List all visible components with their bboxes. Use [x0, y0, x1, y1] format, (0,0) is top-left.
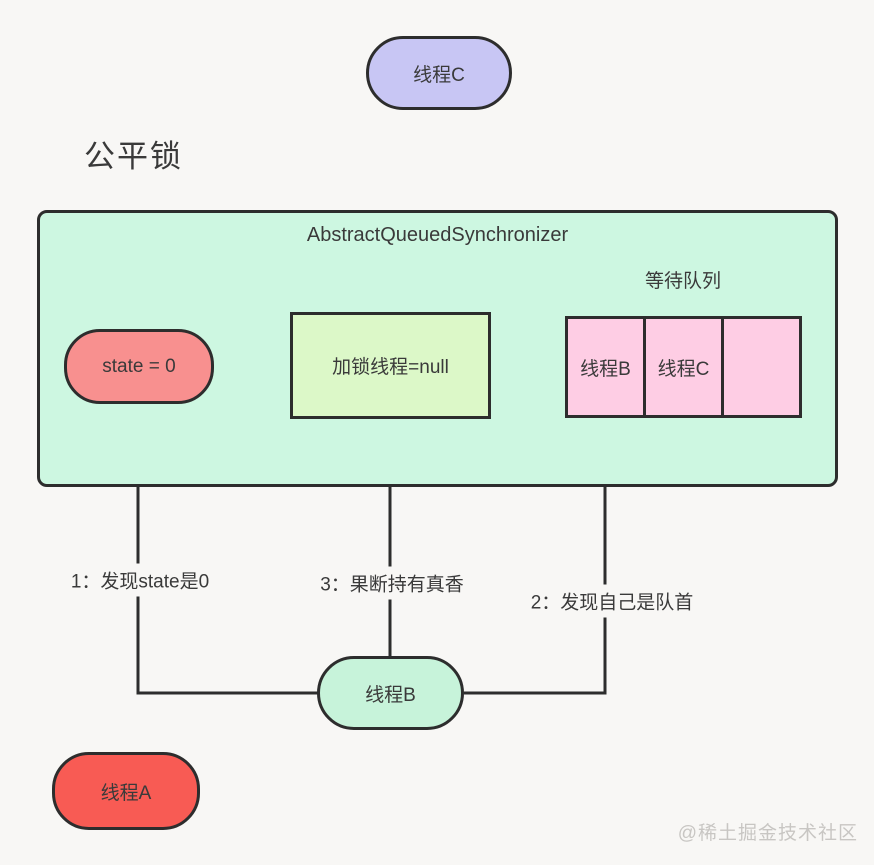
- node-state-label: state = 0: [102, 355, 176, 377]
- node-lock-thread: 加锁线程=null: [290, 312, 491, 419]
- node-thread-a: 线程A: [52, 752, 200, 830]
- wait-queue-cell-2: 线程C: [643, 319, 721, 415]
- wait-queue: 线程B 线程C: [565, 316, 802, 418]
- node-thread-b-bottom: 线程B: [317, 656, 464, 730]
- wait-queue-title: 等待队列: [644, 271, 721, 292]
- node-lock-thread-label: 加锁线程=null: [332, 357, 449, 378]
- node-thread-a-label: 线程A: [100, 782, 152, 804]
- arrow-2-label: 2：发现自己是队首: [525, 584, 699, 618]
- node-state: state = 0: [64, 329, 214, 404]
- aqs-title: AbstractQueuedSynchronizer: [306, 224, 569, 246]
- watermark: @稀土掘金技术社区: [677, 823, 858, 844]
- wait-queue-cell-1-label: 线程B: [580, 358, 631, 380]
- node-thread-b-bottom-label: 线程B: [365, 684, 416, 706]
- wait-queue-cell-3: [721, 319, 799, 415]
- wait-queue-cell-2-label: 线程C: [657, 358, 710, 380]
- wait-queue-cell-1: 线程B: [568, 319, 643, 415]
- arrow-1-label: 1：发现state是0: [65, 563, 215, 597]
- node-thread-c-top-label: 线程C: [413, 64, 465, 86]
- page-title: 公平锁: [84, 139, 183, 174]
- arrow-3-label: 3：果断持有真香: [315, 566, 469, 600]
- node-thread-c-top: 线程C: [366, 36, 512, 110]
